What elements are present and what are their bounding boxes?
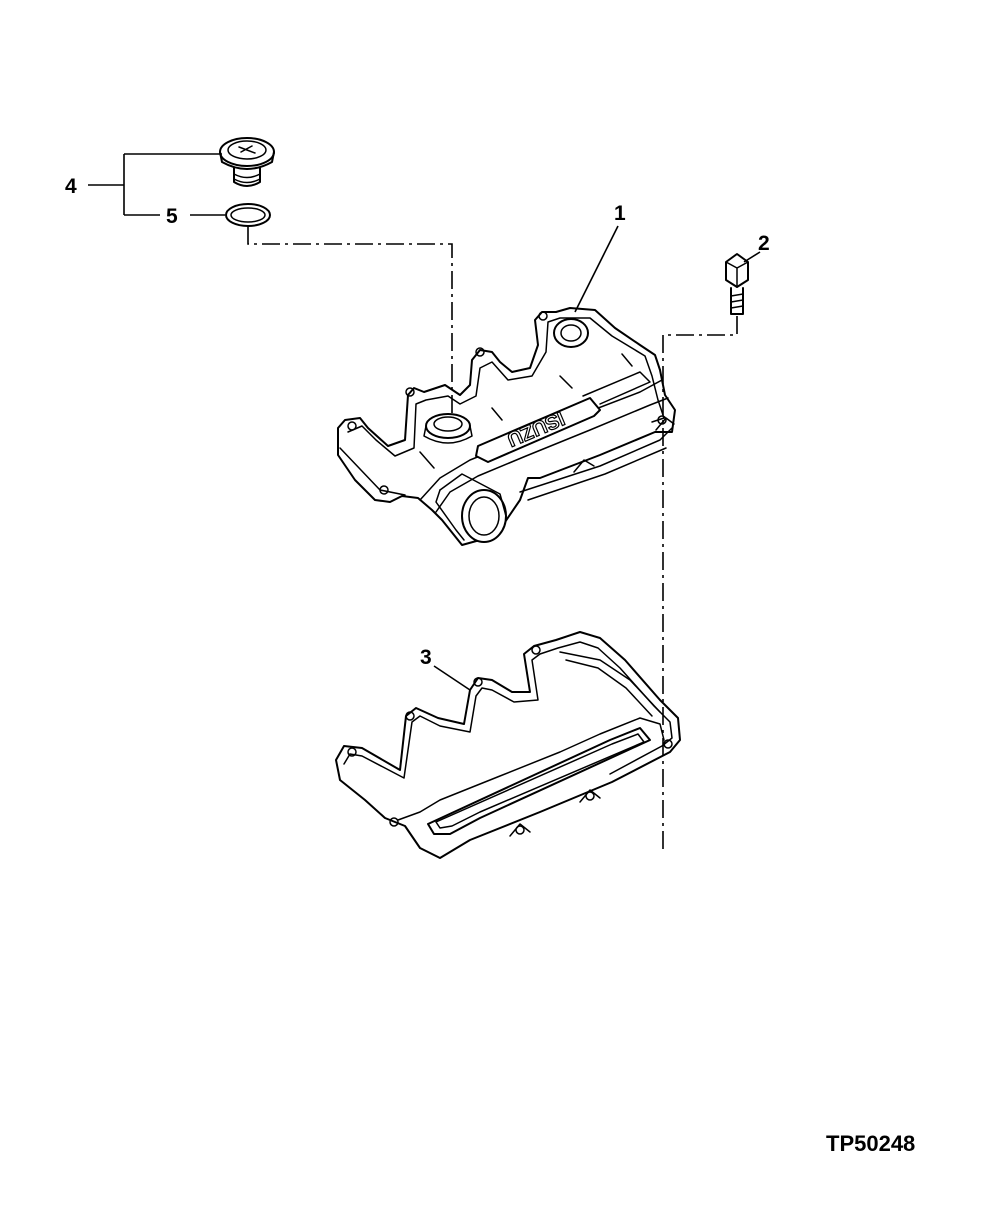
cover-gasket	[335, 631, 681, 859]
assembly-line-bolt	[662, 316, 738, 850]
callout-3-leader	[433, 665, 471, 691]
callout-5: 5	[166, 205, 178, 228]
callout-2-leader	[743, 251, 761, 263]
rocker-cover	[337, 307, 676, 546]
callout-2: 2	[758, 232, 770, 255]
oil-filler-cap	[219, 137, 275, 187]
callout-1: 1	[614, 202, 626, 225]
bolt	[725, 253, 749, 315]
assembly-line-oring	[247, 227, 453, 415]
callout-1-leader	[574, 225, 619, 313]
callout-3: 3	[420, 646, 432, 669]
callout-4-leader	[88, 153, 222, 216]
figure-id: TP50248	[826, 1131, 915, 1156]
o-ring	[225, 203, 271, 227]
callout-4: 4	[65, 175, 77, 198]
